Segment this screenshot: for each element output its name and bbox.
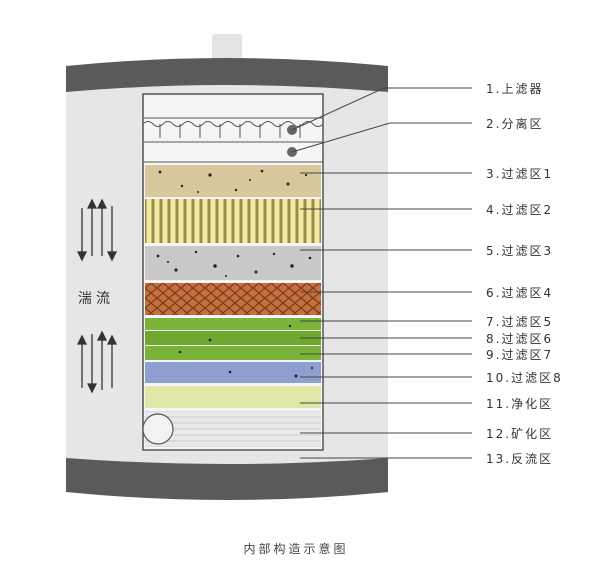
top-nozzle	[212, 34, 242, 62]
label-filter-8: 10.过滤区8	[486, 371, 563, 385]
label-filter-2: 4.过滤区2	[486, 203, 554, 217]
flow-label: 湍流	[78, 291, 114, 307]
top-filter	[142, 117, 324, 143]
layer-green-3	[145, 346, 321, 360]
leader-lines	[291, 87, 472, 459]
label-filter-4: 6.过滤区4	[486, 286, 554, 300]
layer-gray	[145, 246, 321, 280]
bottom-cap	[66, 458, 388, 500]
flow-arrows-bottom	[76, 330, 118, 394]
label-mineralization: 12.矿化区	[486, 427, 554, 441]
label-separation: 2.分离区	[486, 117, 544, 131]
layer-pale-yellow	[145, 386, 321, 408]
label-filter-6: 8.过滤区6	[486, 332, 554, 346]
layer-green-2	[145, 331, 321, 345]
label-purification: 11.净化区	[486, 397, 554, 411]
layer-stripes	[145, 199, 321, 243]
shell-roll	[142, 413, 174, 445]
label-filter-3: 5.过滤区3	[486, 244, 554, 258]
layer-shell	[145, 411, 321, 447]
flow-arrows-top	[76, 198, 118, 262]
layer-green-1	[145, 318, 321, 330]
speckles	[156, 169, 314, 378]
top-cap	[66, 58, 388, 92]
caption: 内部构造示意图	[243, 542, 349, 556]
label-backflow: 13.反流区	[486, 452, 554, 466]
label-filter-7: 9.过滤区7	[486, 348, 554, 362]
label-top-filter: 1.上滤器	[486, 82, 544, 96]
layer-net	[145, 283, 321, 315]
layer-sand	[145, 165, 321, 197]
label-filter-1: 3.过滤区1	[486, 167, 554, 181]
label-filter-5: 7.过滤区5	[486, 315, 554, 329]
layer-blue	[145, 362, 321, 383]
